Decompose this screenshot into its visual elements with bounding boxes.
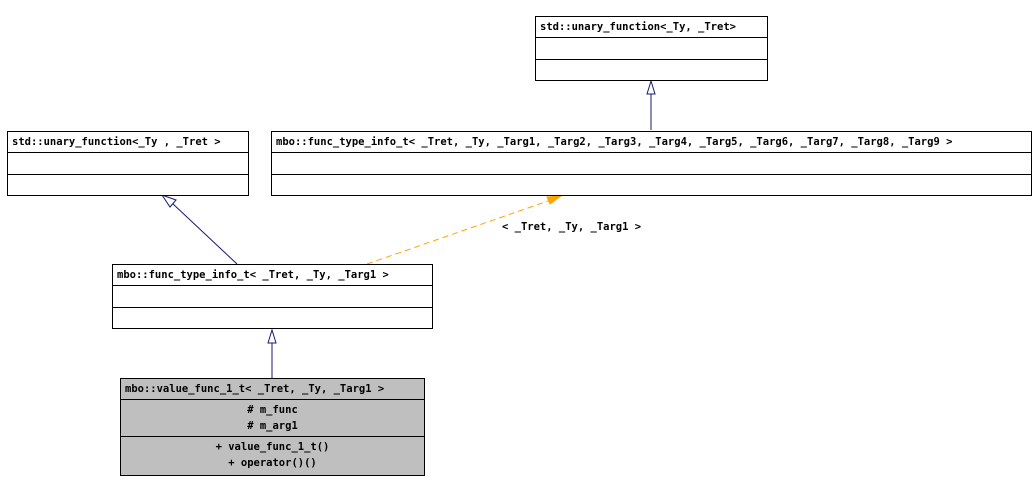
template-binding-label: < _Tret, _Ty, _Targ1 > <box>502 221 642 233</box>
class-node-func-type-info-1[interactable]: mbo::func_type_info_t< _Tret, _Ty, _Targ… <box>112 264 433 329</box>
methods-section: + value_func_1_t() + operator()() <box>121 436 424 475</box>
class-node-std-unary-function-left[interactable]: std::unary_function<_Ty , _Tret > <box>7 131 249 196</box>
class-title: mbo::value_func_1_t< _Tret, _Ty, _Targ1 … <box>125 383 385 395</box>
template-edge <box>366 200 549 265</box>
attributes-section <box>536 37 767 59</box>
inheritance-edge-left <box>171 202 238 265</box>
class-title: mbo::func_type_info_t< _Tret, _Ty, _Targ… <box>117 269 389 281</box>
class-title: std::unary_function<_Ty, _Tret> <box>540 21 736 33</box>
methods-section <box>536 59 767 80</box>
attributes-section <box>272 152 1031 174</box>
attributes-section: # m_func # m_arg1 <box>121 399 424 436</box>
class-node-std-unary-function-top[interactable]: std::unary_function<_Ty, _Tret> <box>535 16 768 81</box>
method-operator-call: + operator()() <box>228 457 317 469</box>
class-title: std::unary_function<_Ty , _Tret > <box>12 136 221 148</box>
class-node-func-type-info-full[interactable]: mbo::func_type_info_t< _Tret, _Ty, _Targ… <box>271 131 1032 196</box>
methods-section <box>113 307 432 328</box>
class-node-value-func-1[interactable]: mbo::value_func_1_t< _Tret, _Ty, _Targ1 … <box>120 378 425 476</box>
attributes-section <box>113 285 432 307</box>
attribute-m-func: # m_func <box>247 404 298 416</box>
methods-section <box>272 174 1031 195</box>
class-title: mbo::func_type_info_t< _Tret, _Ty, _Targ… <box>276 136 953 148</box>
method-value-func-1-t: + value_func_1_t() <box>215 441 330 453</box>
methods-section <box>8 174 248 195</box>
inheritance-arrowhead-top <box>646 79 656 95</box>
attribute-m-arg1: # m_arg1 <box>247 420 298 432</box>
template-arrowhead <box>546 195 563 205</box>
inheritance-arrowhead-bottom <box>267 328 277 344</box>
inheritance-arrowhead-left <box>160 194 177 208</box>
attributes-section <box>8 152 248 174</box>
